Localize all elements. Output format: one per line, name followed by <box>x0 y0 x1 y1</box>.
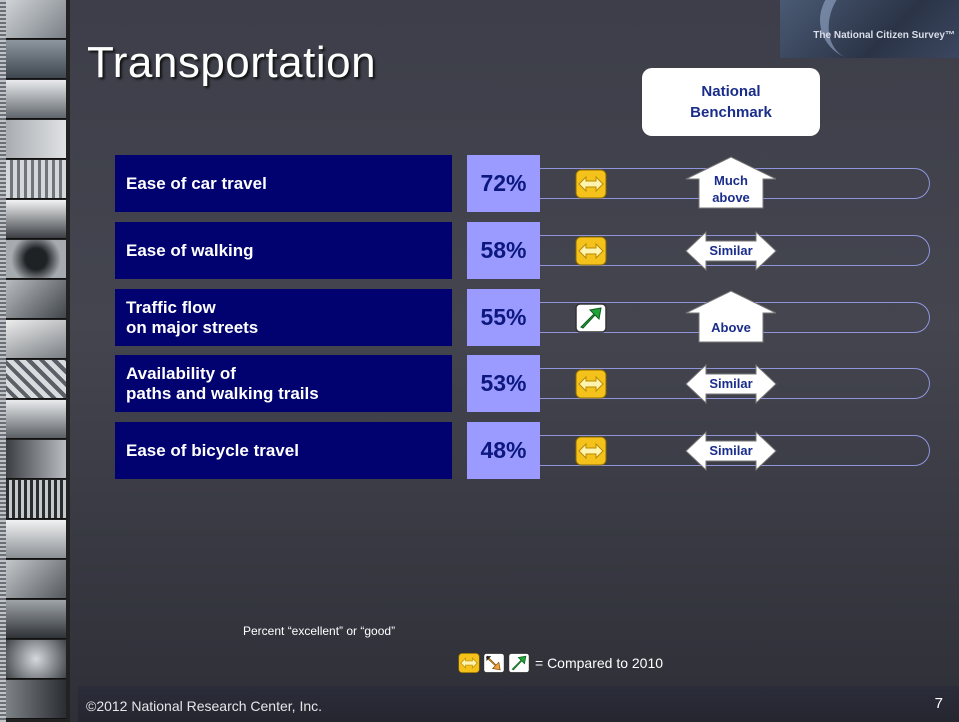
double-arrow-shape <box>685 363 777 405</box>
row-percent: 53% <box>467 355 540 412</box>
similar-icon <box>575 169 607 199</box>
result-row: Availability of paths and walking trails… <box>0 355 959 412</box>
page-number: 7 <box>934 695 943 712</box>
photo-tile <box>6 680 66 719</box>
photo-tile <box>6 320 66 359</box>
footnote: Percent “excellent” or “good” <box>243 624 396 638</box>
row-track <box>540 435 930 466</box>
row-label: Ease of car travel <box>115 155 452 212</box>
increase-icon <box>508 652 530 674</box>
result-row: Ease of car travel 72% Much above <box>0 155 959 212</box>
photo-tile <box>6 480 66 519</box>
benchmark-header-line1: National <box>701 83 761 100</box>
benchmark-badge: Much above <box>684 155 778 212</box>
row-percent: 58% <box>467 222 540 279</box>
film-rail <box>0 0 6 722</box>
photo-strip <box>0 0 70 722</box>
benchmark-text: Similar <box>709 243 753 258</box>
row-label: Traffic flow on major streets <box>115 289 452 346</box>
benchmark-badge: Similar <box>684 222 778 279</box>
copyright: ©2012 National Research Center, Inc. <box>86 698 323 714</box>
row-label: Ease of bicycle travel <box>115 422 452 479</box>
photo-tile <box>6 360 66 399</box>
result-row: Traffic flow on major streets 55% Above <box>0 289 959 346</box>
row-percent: 72% <box>467 155 540 212</box>
photo-tile <box>6 440 66 479</box>
photo-tile <box>6 120 66 159</box>
photo-tile <box>6 280 66 319</box>
similar-icon <box>575 436 607 466</box>
photo-tile <box>6 560 66 599</box>
ncs-logo: The National Citizen Survey™ <box>780 0 959 72</box>
logo-text: The National Citizen Survey™ <box>813 30 955 41</box>
double-arrow-shape <box>685 430 777 472</box>
row-label: Ease of walking <box>115 222 452 279</box>
photo-tile <box>6 200 66 239</box>
up-arrow-shape <box>685 290 777 343</box>
row-track <box>540 235 930 266</box>
row-percent: 48% <box>467 422 540 479</box>
benchmark-badge: Above <box>684 289 778 346</box>
result-row: Ease of walking 58% Similar <box>0 222 959 279</box>
photo-tile <box>6 640 66 679</box>
photo-tile <box>6 520 66 559</box>
similar-icon <box>458 653 480 673</box>
up-arrow-shape <box>685 156 777 209</box>
row-percent: 55% <box>467 289 540 346</box>
slide-title: Transportation <box>87 38 377 87</box>
legend-label: = Compared to 2010 <box>535 655 664 671</box>
similar-icon <box>575 369 607 399</box>
photo-tile <box>6 400 66 439</box>
photo-tile <box>6 600 66 639</box>
benchmark-header-line2: Benchmark <box>690 104 772 121</box>
benchmark-text: Much <box>714 173 748 188</box>
legend: = Compared to 2010 <box>458 651 663 675</box>
similar-icon <box>575 236 607 266</box>
benchmark-header: National Benchmark <box>642 68 820 136</box>
photo-tile <box>6 0 66 39</box>
benchmark-badge: Similar <box>684 422 778 479</box>
photo-tile <box>6 40 66 79</box>
benchmark-badge: Similar <box>684 355 778 412</box>
double-arrow-shape <box>685 230 777 272</box>
benchmark-text: above <box>712 190 750 205</box>
row-label: Availability of paths and walking trails <box>115 355 452 412</box>
photo-tile <box>6 80 66 119</box>
footer-bar: ©2012 National Research Center, Inc. 7 <box>78 686 959 722</box>
benchmark-text: Above <box>711 320 751 335</box>
row-track <box>540 368 930 399</box>
decrease-icon <box>483 652 505 674</box>
increase-icon <box>575 303 607 333</box>
photo-tile <box>6 240 66 279</box>
result-row: Ease of bicycle travel 48% Similar <box>0 422 959 479</box>
photo-tile <box>6 160 66 199</box>
benchmark-text: Similar <box>709 443 753 458</box>
benchmark-text: Similar <box>709 376 753 391</box>
